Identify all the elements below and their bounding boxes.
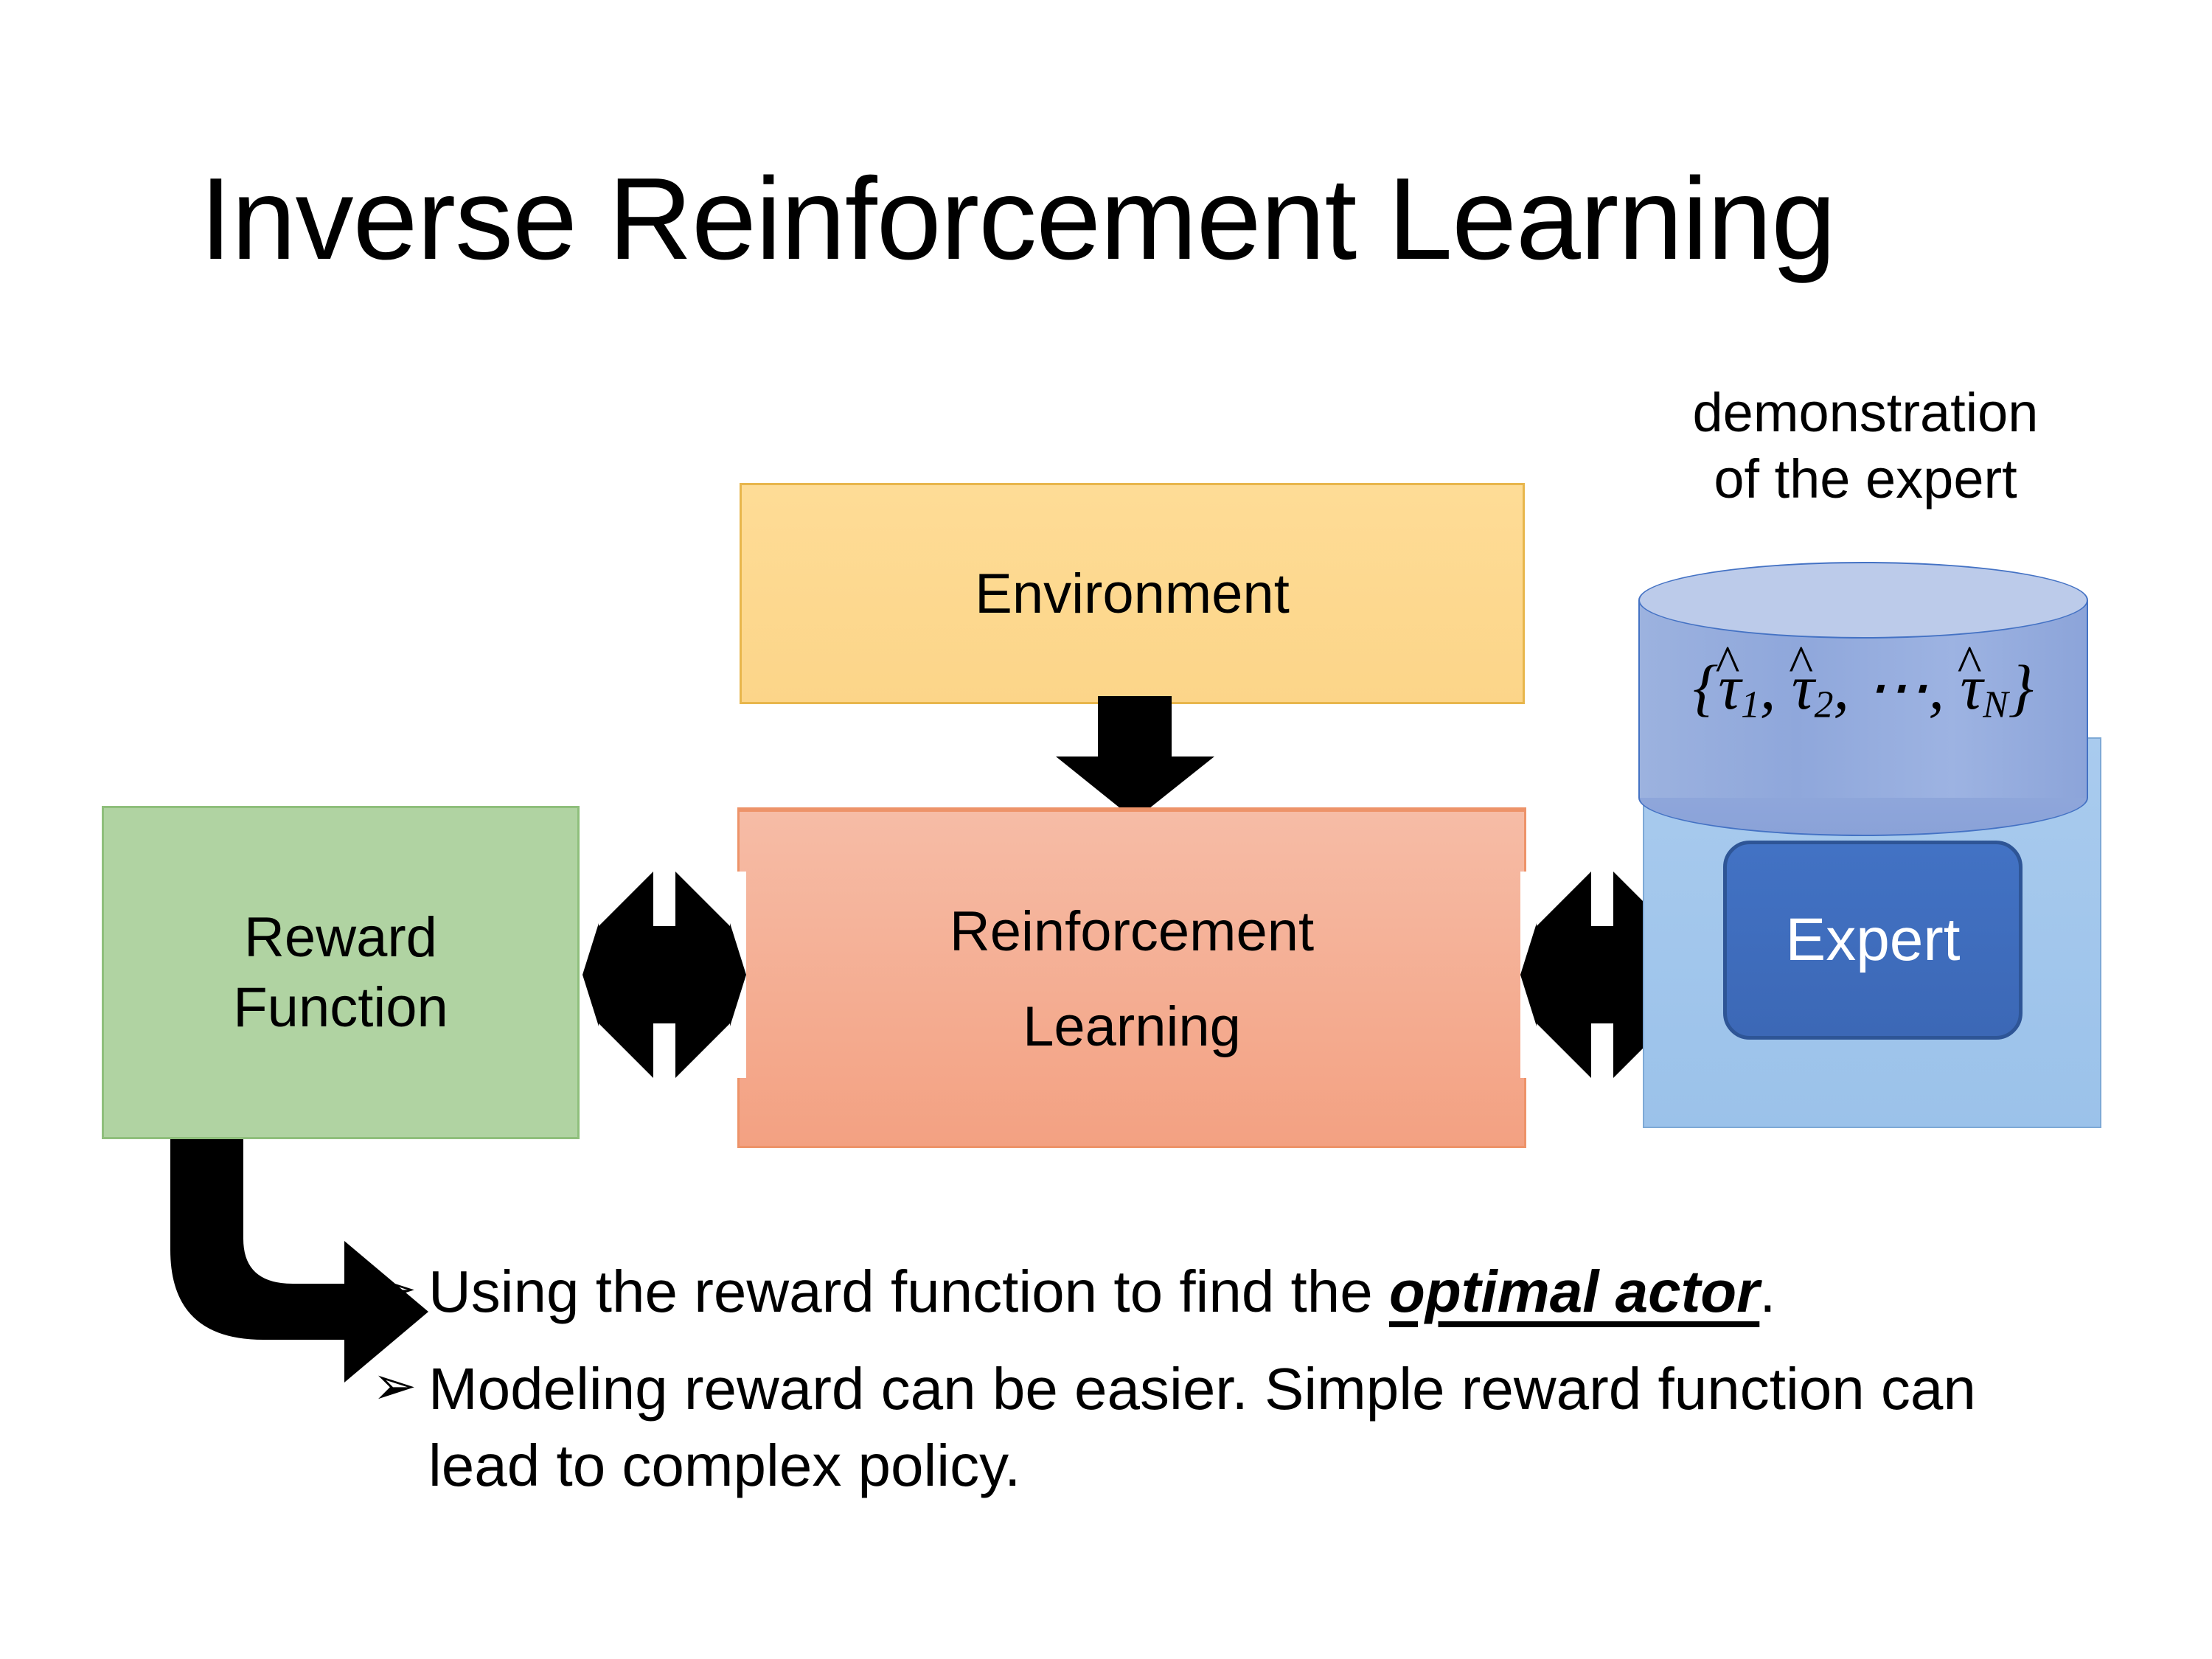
demonstration-caption: demonstration of the expert (1622, 380, 2109, 513)
demonstration-database-cylinder[interactable]: {^τ1, ^τ2, ⋯, ^τN} (1638, 562, 2088, 836)
formula-close-brace: } (2008, 652, 2034, 723)
rl-label-line1: Reinforcement (949, 900, 1315, 963)
formula-ellipsis: ⋯ (1865, 652, 1929, 723)
expert-box[interactable]: Expert (1723, 841, 2023, 1040)
environment-label: Environment (975, 562, 1290, 625)
expert-label: Expert (1785, 906, 1961, 973)
list-item: ➢ Using the reward function to find the … (372, 1253, 2090, 1330)
tau-n-symbol: τ (1960, 652, 1983, 723)
formula-sep-1: , (1759, 652, 1792, 723)
environment-box[interactable]: Environment (740, 483, 1525, 704)
reward-to-bullet-elbow-arrow (170, 1139, 428, 1382)
bullet-1-text-before: Using the reward function to find the (428, 1259, 1389, 1324)
trajectory-set-formula: {^τ1, ^τ2, ⋯, ^τN} (1638, 636, 2088, 726)
formula-sep-2: , (1833, 652, 1865, 723)
formula-open-brace: { (1692, 652, 1719, 723)
tau-n-subscript: N (1983, 684, 2008, 726)
tau-1-symbol: τ (1718, 652, 1742, 723)
reward-label-line1: Reward (244, 906, 437, 969)
cylinder-top-ellipse (1638, 562, 2088, 639)
reward-label-line2: Function (233, 976, 448, 1039)
bullet-2-text: Modeling reward can be easier. Simple re… (428, 1356, 1976, 1498)
demonstration-caption-line2: of the expert (1714, 448, 2017, 510)
hat-accent-1: ^ (1715, 635, 1740, 693)
tau-n: ^τ (1958, 636, 1983, 724)
bullet-1-text-after: . (1759, 1259, 1776, 1324)
tau-2: ^τ (1789, 636, 1815, 724)
bullet-text: Modeling reward can be easier. Simple re… (428, 1351, 2090, 1504)
bullet-list: ➢ Using the reward function to find the … (372, 1253, 2090, 1525)
reward-rl-four-way-arrow (582, 872, 746, 1078)
tau-2-symbol: τ (1791, 652, 1815, 723)
tau-1-subscript: 1 (1741, 684, 1760, 726)
list-item: ➢ Modeling reward can be easier. Simple … (372, 1351, 2090, 1504)
tau-1: ^τ (1716, 636, 1742, 724)
bullet-marker-icon: ➢ (372, 1259, 417, 1318)
reinforcement-learning-box[interactable]: Reinforcement Learning (737, 807, 1526, 1148)
tau-2-subscript: 2 (1814, 684, 1834, 726)
rl-label-line2: Learning (1023, 995, 1241, 1058)
bullet-1-emphasis: optimal actor (1388, 1259, 1760, 1324)
hat-accent-2: ^ (1789, 635, 1814, 693)
page-title: Inverse Reinforcement Learning (199, 154, 1836, 284)
bullet-marker-icon: ➢ (372, 1357, 417, 1416)
environment-to-rl-arrow (1056, 696, 1214, 820)
reward-function-box[interactable]: Reward Function (102, 806, 580, 1139)
demonstration-caption-line1: demonstration (1692, 382, 2039, 443)
hat-accent-n: ^ (1957, 635, 1982, 693)
bullet-text: Using the reward function to find the op… (428, 1253, 2090, 1330)
formula-sep-3: , (1928, 652, 1961, 723)
